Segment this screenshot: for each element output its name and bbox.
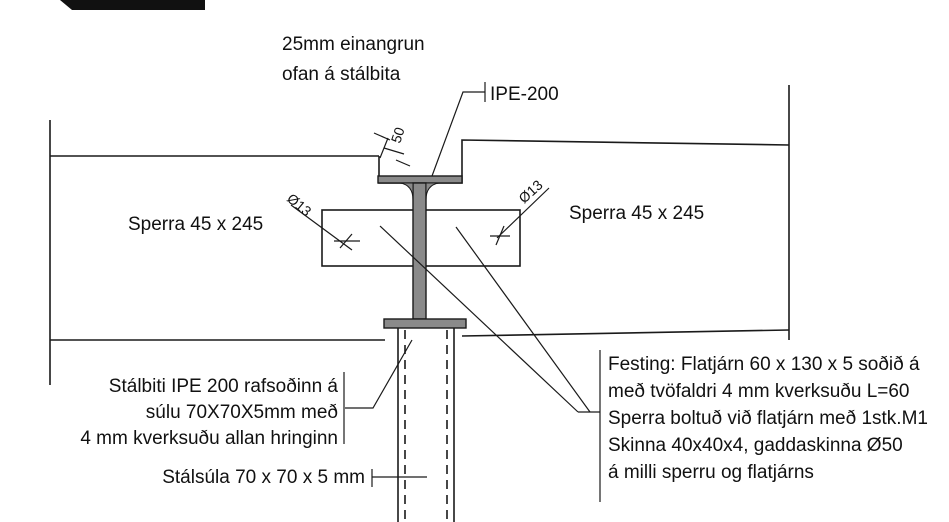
rafter-right-label: Sperra 45 x 245 — [569, 203, 704, 224]
fixing-note-2: með tvöfaldri 4 mm kverksuðu L=60 — [608, 381, 910, 402]
rafter-left-label: Sperra 45 x 245 — [128, 214, 263, 235]
beam-note-2: súlu 70X70X5mm með — [146, 402, 338, 423]
profile-leader — [431, 91, 485, 177]
beam-note-3: 4 mm kverksuðu allan hringinn — [80, 428, 338, 449]
hole-left-label: Ø13 — [284, 190, 315, 219]
hole-right-label: Ø13 — [515, 176, 546, 206]
dim-50-label: 50 — [388, 125, 408, 145]
profile-label: IPE-200 — [490, 84, 559, 105]
column-note: Stálsúla 70 x 70 x 5 mm — [162, 467, 365, 488]
fixing-note-3: Sperra boltuð við flatjárn með 1stk.M1 — [608, 408, 928, 429]
insulation-label-2: ofan á stálbita — [282, 64, 401, 85]
fixing-note-5: á milli sperru og flatjárns — [608, 462, 814, 483]
bolt-left — [290, 204, 360, 251]
beam-note-1: Stálbiti IPE 200 rafsoðinn á — [109, 376, 339, 397]
dimension-50 — [373, 132, 411, 167]
steel-column — [397, 328, 455, 522]
insulation-label: 25mm einangrun — [282, 34, 425, 55]
roof-outline — [49, 85, 790, 385]
fastening-leaders — [379, 225, 600, 413]
fixing-note-1: Festing: Flatjárn 60 x 130 x 5 soðið á — [608, 354, 920, 375]
ipe-beam — [377, 175, 467, 329]
logo-mark — [60, 0, 205, 10]
fixing-note-4: Skinna 40x40x4, gaddaskinna Ø50 — [608, 435, 903, 456]
beam-note-leader — [345, 339, 413, 409]
bolt-right — [490, 187, 550, 246]
